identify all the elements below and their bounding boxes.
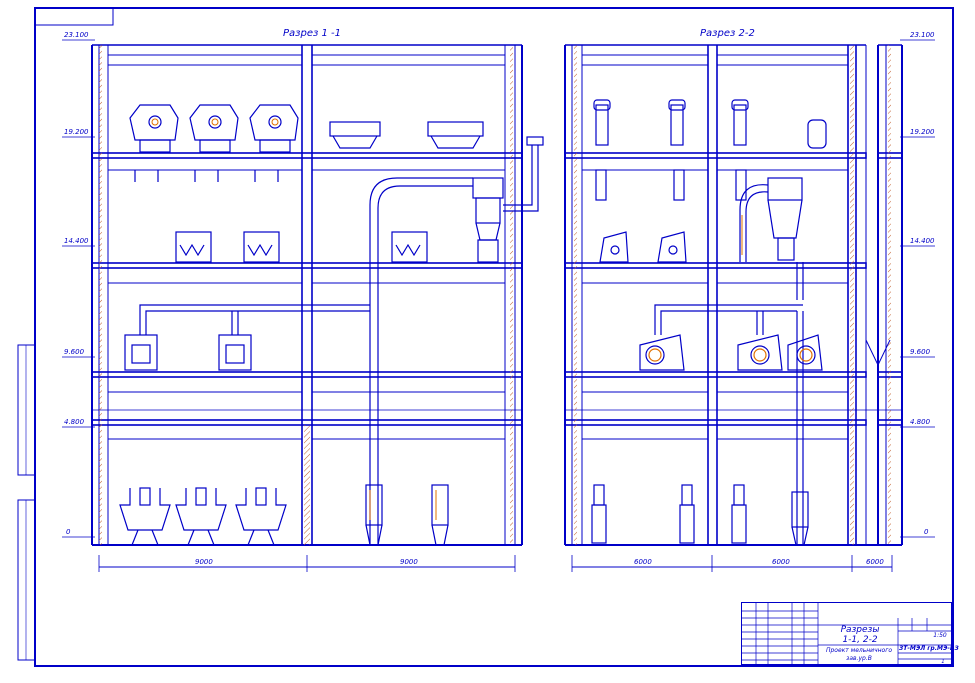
- title-block-grid: [742, 603, 953, 666]
- packers-left: [119, 487, 287, 546]
- section-right: [564, 44, 903, 546]
- roller-mills-left: [175, 231, 428, 263]
- sifter-machines: [129, 104, 299, 182]
- dimension-label: 9000: [400, 558, 418, 566]
- section-title-right: Разрез 2-2: [700, 28, 755, 39]
- drawing-title-line1: Разрезы: [840, 625, 880, 635]
- sheet-number: 1: [941, 659, 945, 665]
- left-level-labels: 23.100 19.200 14.400 9.600 4.800 0: [64, 31, 89, 536]
- level-label: 9.600: [64, 348, 85, 356]
- level-label: 0: [66, 528, 71, 536]
- document-code: ЗТ-МЭЛ гр.МЭ-ВЗ: [899, 645, 959, 652]
- dimension-label: 6000: [634, 558, 652, 566]
- level-label: 23.100: [64, 31, 89, 39]
- level-label: 4.800: [64, 418, 85, 426]
- left-hatch: [99, 45, 513, 545]
- dimension-label: 6000: [866, 558, 884, 566]
- elevator-heads-right: [593, 99, 827, 201]
- pipe-run-left: [139, 304, 370, 335]
- separator-machines: [329, 121, 484, 149]
- level-label: 14.400: [910, 237, 935, 245]
- section-left: [91, 44, 523, 546]
- right-hatch: [574, 45, 891, 545]
- left-dimension-line: [98, 555, 516, 572]
- right-dimension-line: [571, 555, 893, 572]
- dimension-label: 9000: [195, 558, 213, 566]
- level-label: 9.600: [910, 348, 931, 356]
- level-label: 4.800: [910, 418, 931, 426]
- cyclone-right: [739, 177, 804, 300]
- level-label: 19.200: [64, 128, 89, 136]
- sifter-accents: [151, 118, 279, 126]
- level-label: 0: [924, 528, 929, 536]
- title-block: Разрезы 1-1, 2-2 Проект мельничного зав.…: [741, 602, 959, 666]
- sheet-frame: [17, 7, 954, 667]
- dimension-label: 6000: [772, 558, 790, 566]
- subtitle-line2: зав.ур.В: [846, 655, 872, 662]
- bran-finishers-right: [599, 231, 687, 263]
- elevator-accents-left: [369, 490, 437, 520]
- left-level-marks: [62, 39, 95, 538]
- filters-right: [639, 334, 823, 371]
- pipe-run-right: [654, 304, 804, 545]
- level-label: 19.200: [910, 128, 935, 136]
- scale-value: 1:50: [933, 632, 947, 639]
- filters-left: [124, 334, 252, 371]
- subtitle-line1: Проект мельничного: [825, 647, 893, 654]
- elevator-boots-right: [591, 484, 809, 546]
- drawing-title-line2: 1-1, 2-2: [842, 635, 878, 645]
- right-level-marks: [900, 39, 935, 538]
- section-title-left: Разрез 1 -1: [283, 28, 341, 39]
- level-label: 14.400: [64, 237, 89, 245]
- right-level-labels: 23.100 19.200 14.400 9.600 4.800 0: [910, 31, 935, 536]
- aspiration-unit-left: [369, 136, 544, 545]
- filter-accents-right: [648, 348, 813, 362]
- elevators-left: [365, 484, 449, 546]
- level-label: 23.100: [910, 31, 935, 39]
